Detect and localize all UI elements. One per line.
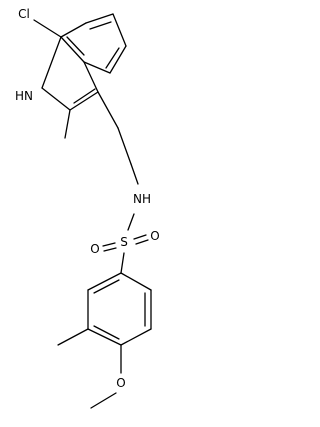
indole-benzene-ring xyxy=(60,13,127,74)
sulfonamide-nh-label: NH xyxy=(133,192,151,206)
bond xyxy=(41,87,71,111)
bond xyxy=(120,272,152,291)
indole-pyrrole-ring xyxy=(41,36,99,111)
bond xyxy=(87,328,122,346)
benzene-ring xyxy=(87,272,152,346)
bond xyxy=(41,36,62,89)
bond-s-o-right xyxy=(133,234,147,240)
bond-n-s xyxy=(127,213,135,231)
bond xyxy=(69,91,99,111)
sulfur-label: S xyxy=(120,235,128,249)
bond-s-o-left-2 xyxy=(103,247,117,252)
bond-ethyl-1 xyxy=(97,91,119,129)
bond xyxy=(83,61,99,93)
bond-s-o-right-2 xyxy=(135,239,149,245)
bond xyxy=(60,22,87,38)
bond xyxy=(109,45,127,74)
double-bond-inner xyxy=(93,279,120,294)
bond xyxy=(83,61,111,74)
bond xyxy=(60,36,85,63)
bond-s-aryl xyxy=(120,252,125,274)
double-bond-inner xyxy=(66,36,85,56)
bond-ethyl-2 xyxy=(117,127,132,165)
double-bond-inner xyxy=(89,21,112,30)
bond xyxy=(112,13,127,47)
bond xyxy=(85,13,114,24)
sulfonyl-oxygen-right-label: O xyxy=(150,229,159,243)
bond-o-methyl xyxy=(90,392,117,409)
double-bond-inner xyxy=(73,88,96,104)
double-bond-inner xyxy=(105,47,120,69)
bond-s-o-left xyxy=(102,242,116,247)
double-bond-inner xyxy=(93,325,120,340)
methoxy-oxygen-label: O xyxy=(116,376,125,390)
bond xyxy=(87,272,122,291)
bond-methyl xyxy=(64,109,71,139)
bond xyxy=(120,328,152,346)
sulfonyl-oxygen-left-label: O xyxy=(90,242,99,256)
indole-nh-label: HN xyxy=(15,89,33,103)
chemical-structure: Cl HN NH S O O O xyxy=(15,7,160,409)
bond-ring-methyl xyxy=(57,328,89,346)
bond-c-cl xyxy=(33,19,62,38)
chlorine-label: Cl xyxy=(18,7,30,21)
bond-ethyl-3 xyxy=(130,163,139,185)
